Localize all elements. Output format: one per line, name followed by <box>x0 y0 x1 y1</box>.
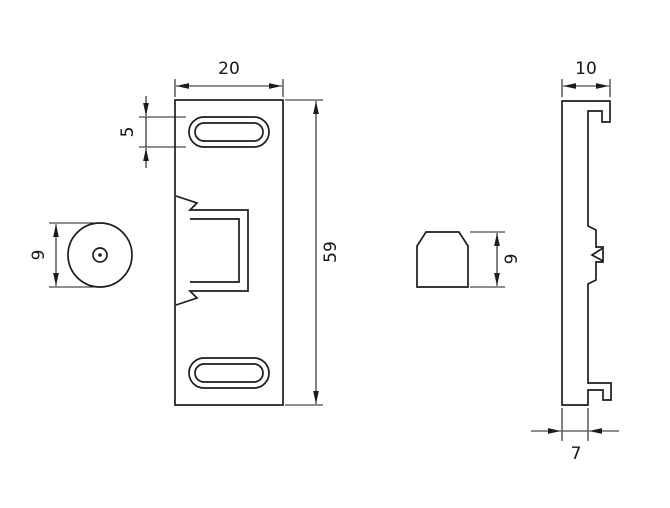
bottom-slot-inner <box>194 363 264 383</box>
dimension-plate-width: 20 <box>174 59 284 97</box>
grommet-front-view <box>67 222 133 288</box>
dimension-profile-top-width: 10 <box>561 59 611 97</box>
plate-front-view <box>174 99 284 406</box>
grommet-center-dot <box>98 253 102 257</box>
bottom-slot-outer <box>188 357 270 389</box>
dimension-label-grommet-diameter: 9 <box>29 250 49 261</box>
dimension-plate-height: 59 <box>285 99 341 406</box>
side-profile-notch <box>590 247 604 262</box>
dimension-profile-bottom-width: 7 <box>531 408 619 464</box>
top-slot-inner <box>194 122 264 142</box>
dimension-grommet-diameter: 9 <box>29 222 98 288</box>
grommet-outer-circle <box>67 222 133 288</box>
dimension-tab-height: 9 <box>470 231 522 288</box>
plate-outline <box>174 99 284 406</box>
latch-cutout-inner <box>190 218 240 283</box>
dimension-label-tab-height: 9 <box>502 254 522 265</box>
dimension-label-slot-height: 5 <box>118 127 138 138</box>
dimension-label-profile-bottom-width: 7 <box>571 444 582 464</box>
dimension-label-profile-top-width: 10 <box>575 59 597 79</box>
grommet-side-outline <box>416 231 469 288</box>
top-slot-outer <box>188 116 270 148</box>
grommet-side-view <box>416 231 469 288</box>
side-profile-outline <box>561 100 612 406</box>
grommet-hole-circle <box>92 247 108 263</box>
dimension-label-plate-width: 20 <box>218 59 240 79</box>
dimension-label-plate-height: 59 <box>321 241 341 263</box>
plate-side-view <box>561 100 612 406</box>
latch-cutout-outer <box>175 195 249 306</box>
dimension-slot-height: 5 <box>118 96 186 168</box>
